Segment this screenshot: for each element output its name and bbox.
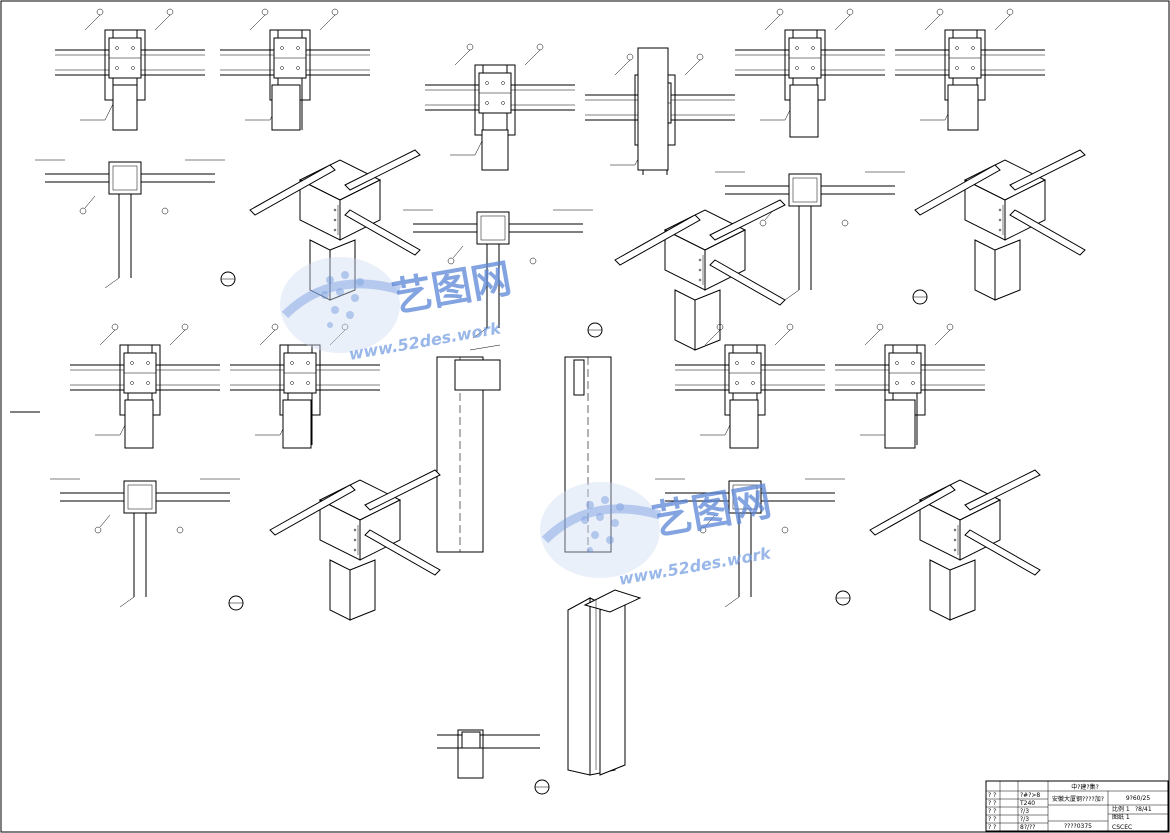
title-scale-value: ?8/41 <box>1135 806 1152 813</box>
column-shaft <box>637 47 669 171</box>
title-row-value: T240 <box>1019 800 1035 807</box>
iso-detail-2 <box>614 199 786 351</box>
column-shaft <box>884 399 916 449</box>
detail-marker <box>835 590 851 606</box>
plan-detail-4 <box>49 478 241 608</box>
title-block <box>985 780 1169 832</box>
iso-detail-4 <box>269 469 441 621</box>
iso-detail-3 <box>914 149 1086 301</box>
iso-detail-5 <box>869 469 1041 621</box>
column-shaft <box>481 129 509 171</box>
title-row-label: ? ? <box>988 816 996 823</box>
title-row-value: ?#?>8 <box>1020 792 1040 799</box>
detail-marker <box>228 595 244 611</box>
title-row-value: ?/3 <box>1020 808 1029 815</box>
detail-marker <box>534 779 550 795</box>
watermark-text: 艺图网 <box>389 256 515 322</box>
column-shaft <box>282 399 312 449</box>
title-project: 安徽大厦钢????加? <box>1052 795 1104 803</box>
title-logo: CSCEC <box>1112 824 1132 831</box>
title-sheet-label: 图纸 1 <box>1112 813 1130 821</box>
detail-marker <box>587 322 603 338</box>
title-row-value: 8?/?? <box>1020 824 1035 831</box>
title-row-label: ? ? <box>988 808 996 815</box>
title-sheet-no: 9?60/25 <box>1126 795 1150 802</box>
title-row-value: ?/3 <box>1020 816 1029 823</box>
title-row-label: ? ? <box>988 824 996 831</box>
watermark-logo <box>540 482 662 578</box>
plan-detail-1 <box>34 159 226 289</box>
title-row-label: ? ? <box>988 792 996 799</box>
column-shaft <box>112 84 138 131</box>
bottom-joint-detail <box>437 729 540 779</box>
title-scale-label: 比例 1 <box>1112 805 1130 813</box>
title-drawing-no: ????0375 <box>1064 823 1092 830</box>
title-row-label: ? ? <box>988 800 996 807</box>
tall-column-elevation-2 <box>564 356 612 553</box>
watermark-text: 艺图网 <box>649 479 775 545</box>
iso-tall-column <box>567 589 642 776</box>
column-shaft <box>947 84 979 131</box>
title-company: 中?建?集? <box>1071 783 1099 791</box>
column-shaft <box>124 399 154 449</box>
tall-column-elevation-1 <box>436 344 501 553</box>
column-shaft <box>789 84 819 138</box>
column-shaft <box>729 399 759 449</box>
column-shaft <box>271 84 301 131</box>
watermark-logo <box>280 257 402 353</box>
detail-marker <box>220 271 236 287</box>
detail-marker <box>912 289 928 305</box>
